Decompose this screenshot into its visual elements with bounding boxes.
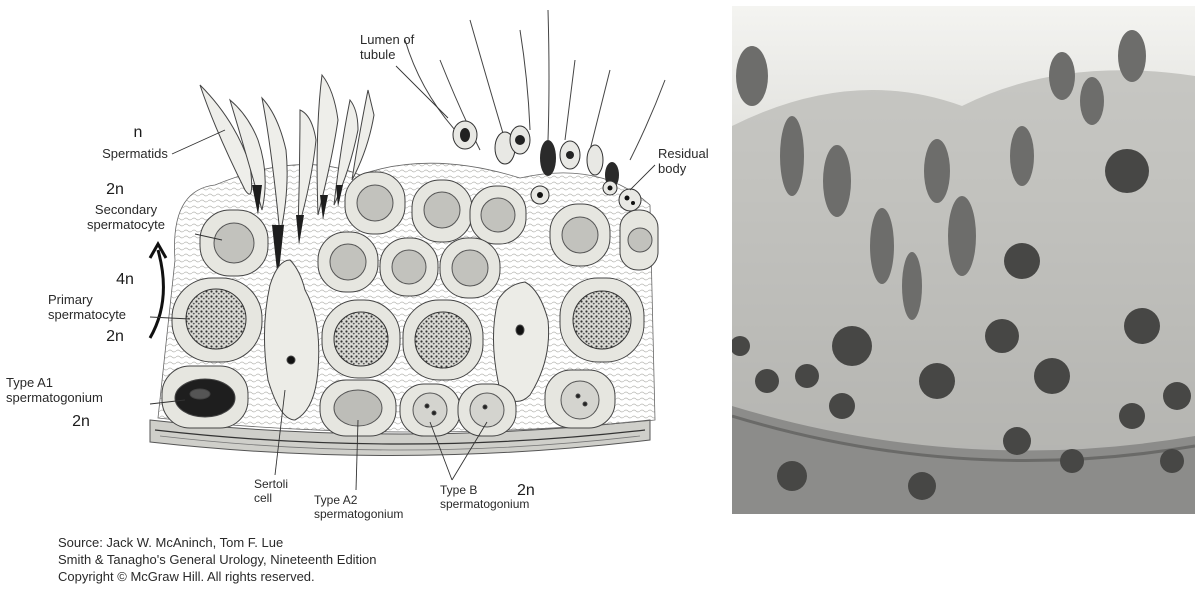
seminiferous-epithelium-diagram: [0, 0, 720, 530]
primary-ploidy-top: 4n: [108, 271, 142, 289]
sertoli-cell-label: Sertoli cell: [254, 477, 288, 505]
residual-body-label: Residual body: [658, 146, 709, 176]
type-a1-label: Type A1 spermatogonium: [6, 375, 103, 405]
secondary-spermatocyte-label: Secondary spermatocyte: [66, 202, 186, 232]
spermatids-ploidy: n: [126, 124, 150, 142]
histology-micrograph: [732, 6, 1195, 514]
progression-arrow: [150, 250, 163, 338]
spermatids-cluster-right: [405, 10, 665, 160]
lumen-label: Lumen of tubule: [360, 32, 414, 62]
type-b-ploidy: 2n: [517, 482, 535, 500]
type-a2-label: Type A2 spermatogonium: [314, 493, 403, 521]
source-line-book: Smith & Tanagho's General Urology, Ninet…: [58, 551, 377, 568]
type-a1-ploidy: 2n: [64, 413, 98, 431]
type-b-label: Type B spermatogonium: [440, 483, 529, 511]
spermatids-label: Spermatids: [90, 146, 180, 161]
source-line-authors: Source: Jack W. McAninch, Tom F. Lue: [58, 534, 377, 551]
primary-ploidy-bottom: 2n: [98, 328, 132, 346]
source-line-copyright: Copyright © McGraw Hill. All rights rese…: [58, 568, 377, 585]
source-citation: Source: Jack W. McAninch, Tom F. Lue Smi…: [58, 534, 377, 585]
primary-spermatocyte-label: Primary spermatocyte: [48, 292, 126, 322]
secondary-ploidy: 2n: [98, 181, 132, 199]
